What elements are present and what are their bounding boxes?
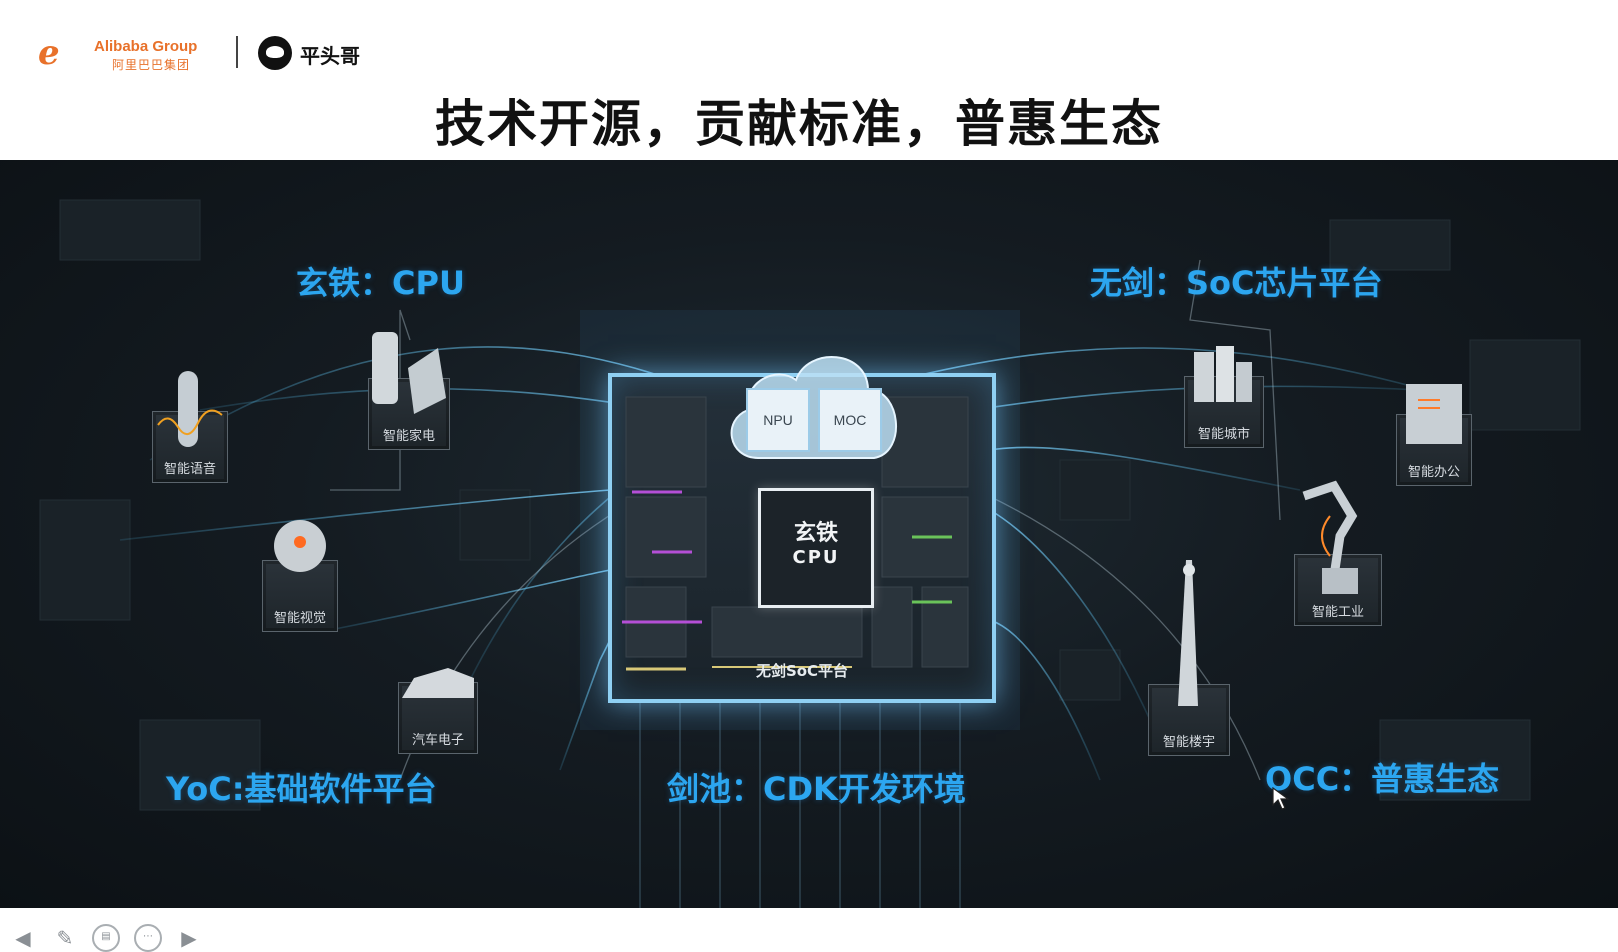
label-xuantie-cpu: 玄铁：CPU [296, 258, 465, 304]
npu-chip: NPU [746, 388, 810, 452]
device-smart-appliance: 智能家电 [368, 328, 450, 450]
alibaba-mark: e [38, 36, 60, 70]
more-icon[interactable]: ⋯ [134, 924, 162, 952]
alibaba-logo-en: Alibaba Group [94, 38, 197, 55]
device-smart-voice: 智能语音 [152, 355, 228, 483]
device-label: 智能办公 [1396, 461, 1472, 480]
cpu-core-type: CPU [761, 547, 871, 568]
slides-icon[interactable]: ▤ [92, 924, 120, 952]
device-smart-office: 智能办公 [1396, 380, 1472, 486]
device-label: 智能视觉 [262, 607, 338, 626]
architecture-illustration: 玄铁：CPU 无剑：SoC芯片平台 YoC:基础软件平台 剑池：CDK开发环境 … [0, 160, 1618, 908]
label-wujian-soc: 无剑：SoC芯片平台 [1090, 258, 1383, 304]
cpu-core-name: 玄铁 [761, 515, 871, 547]
label-occ-ecosystem: OCC：普惠生态 [1265, 754, 1499, 800]
device-label: 汽车电子 [398, 729, 478, 748]
pingtouge-name: 平头哥 [300, 40, 360, 69]
device-smart-building: 智能楼宇 [1148, 556, 1230, 756]
soc-platform-label: 无剑SoC平台 [608, 660, 996, 681]
device-label: 智能语音 [152, 458, 228, 477]
label-jianchi-cdk: 剑池：CDK开发环境 [667, 764, 966, 810]
device-label: 智能楼宇 [1148, 731, 1230, 750]
mouse-cursor-icon [1272, 787, 1290, 811]
device-label: 智能城市 [1184, 423, 1264, 442]
arrow-right-icon[interactable]: ▶ [176, 928, 202, 949]
moc-chip: MOC [818, 388, 882, 452]
pen-icon[interactable]: ✎ [52, 928, 78, 949]
logo-divider [236, 36, 238, 68]
device-label: 智能工业 [1294, 601, 1382, 620]
tower-icon [1148, 556, 1230, 756]
label-yoc-software: YoC:基础软件平台 [166, 764, 437, 810]
slide-title: 技术开源，贡献标准，普惠生态 [0, 84, 1598, 156]
pingtouge-badge-icon [258, 36, 292, 70]
device-smart-vision: 智能视觉 [262, 510, 338, 632]
device-smart-city: 智能城市 [1184, 346, 1264, 448]
device-smart-industry: 智能工业 [1294, 476, 1382, 626]
alibaba-group-logo: e Alibaba Group 阿里巴巴集团 [38, 34, 228, 74]
presentation-toolbar [0, 908, 1618, 949]
slide-header: e Alibaba Group 阿里巴巴集团 平头哥 技术开源，贡献标准，普惠生… [0, 0, 1618, 160]
device-auto-electronics: 汽车电子 [398, 658, 478, 754]
device-label: 智能家电 [368, 425, 450, 444]
arrow-left-icon[interactable]: ◀ [10, 928, 36, 949]
alibaba-logo-cn: 阿里巴巴集团 [112, 56, 190, 73]
xuantie-cpu-core: 玄铁 CPU [758, 488, 874, 608]
